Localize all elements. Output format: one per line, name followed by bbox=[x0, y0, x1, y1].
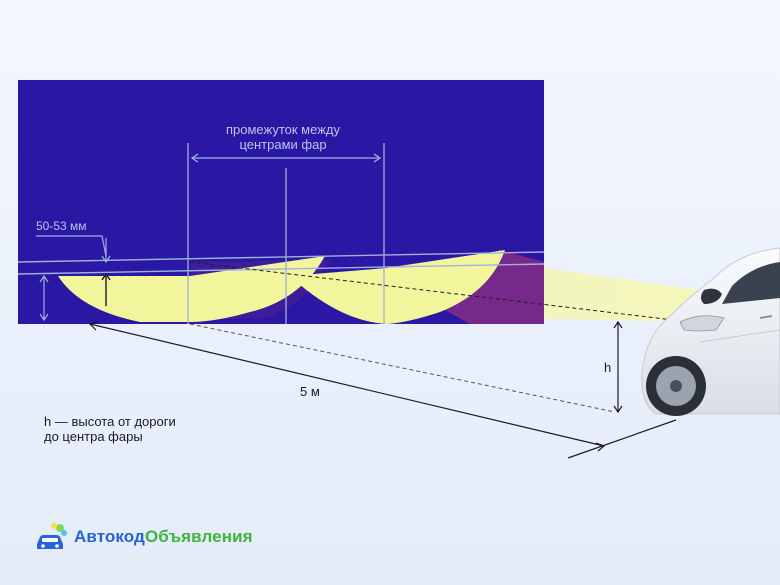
brand-logo[interactable]: АвтокодОбъявления bbox=[34, 522, 253, 552]
h-label: h bbox=[604, 360, 611, 375]
brand-name-part2: Объявления bbox=[144, 527, 253, 546]
offset-label: 50-53 мм bbox=[36, 219, 87, 233]
gap-label-line2: центрами фар bbox=[239, 137, 326, 152]
horizon-line-bottom bbox=[17, 263, 545, 275]
brand-name-part1: Автокод bbox=[74, 527, 145, 546]
left-beam-spot bbox=[58, 256, 325, 322]
projection-lower bbox=[189, 323, 616, 413]
right-beam-spot bbox=[290, 250, 505, 324]
distance-line bbox=[89, 323, 605, 447]
gap-label-line1: промежуток между bbox=[226, 122, 341, 137]
distance-label: 5 м bbox=[300, 384, 320, 399]
ground-line bbox=[567, 419, 677, 459]
brand-name: АвтокодОбъявления bbox=[74, 527, 253, 547]
car-icon bbox=[37, 523, 67, 549]
legend-line1: h — высота от дороги bbox=[44, 414, 176, 429]
car-illustration bbox=[641, 247, 780, 416]
legend-line2: до центра фары bbox=[44, 429, 143, 444]
